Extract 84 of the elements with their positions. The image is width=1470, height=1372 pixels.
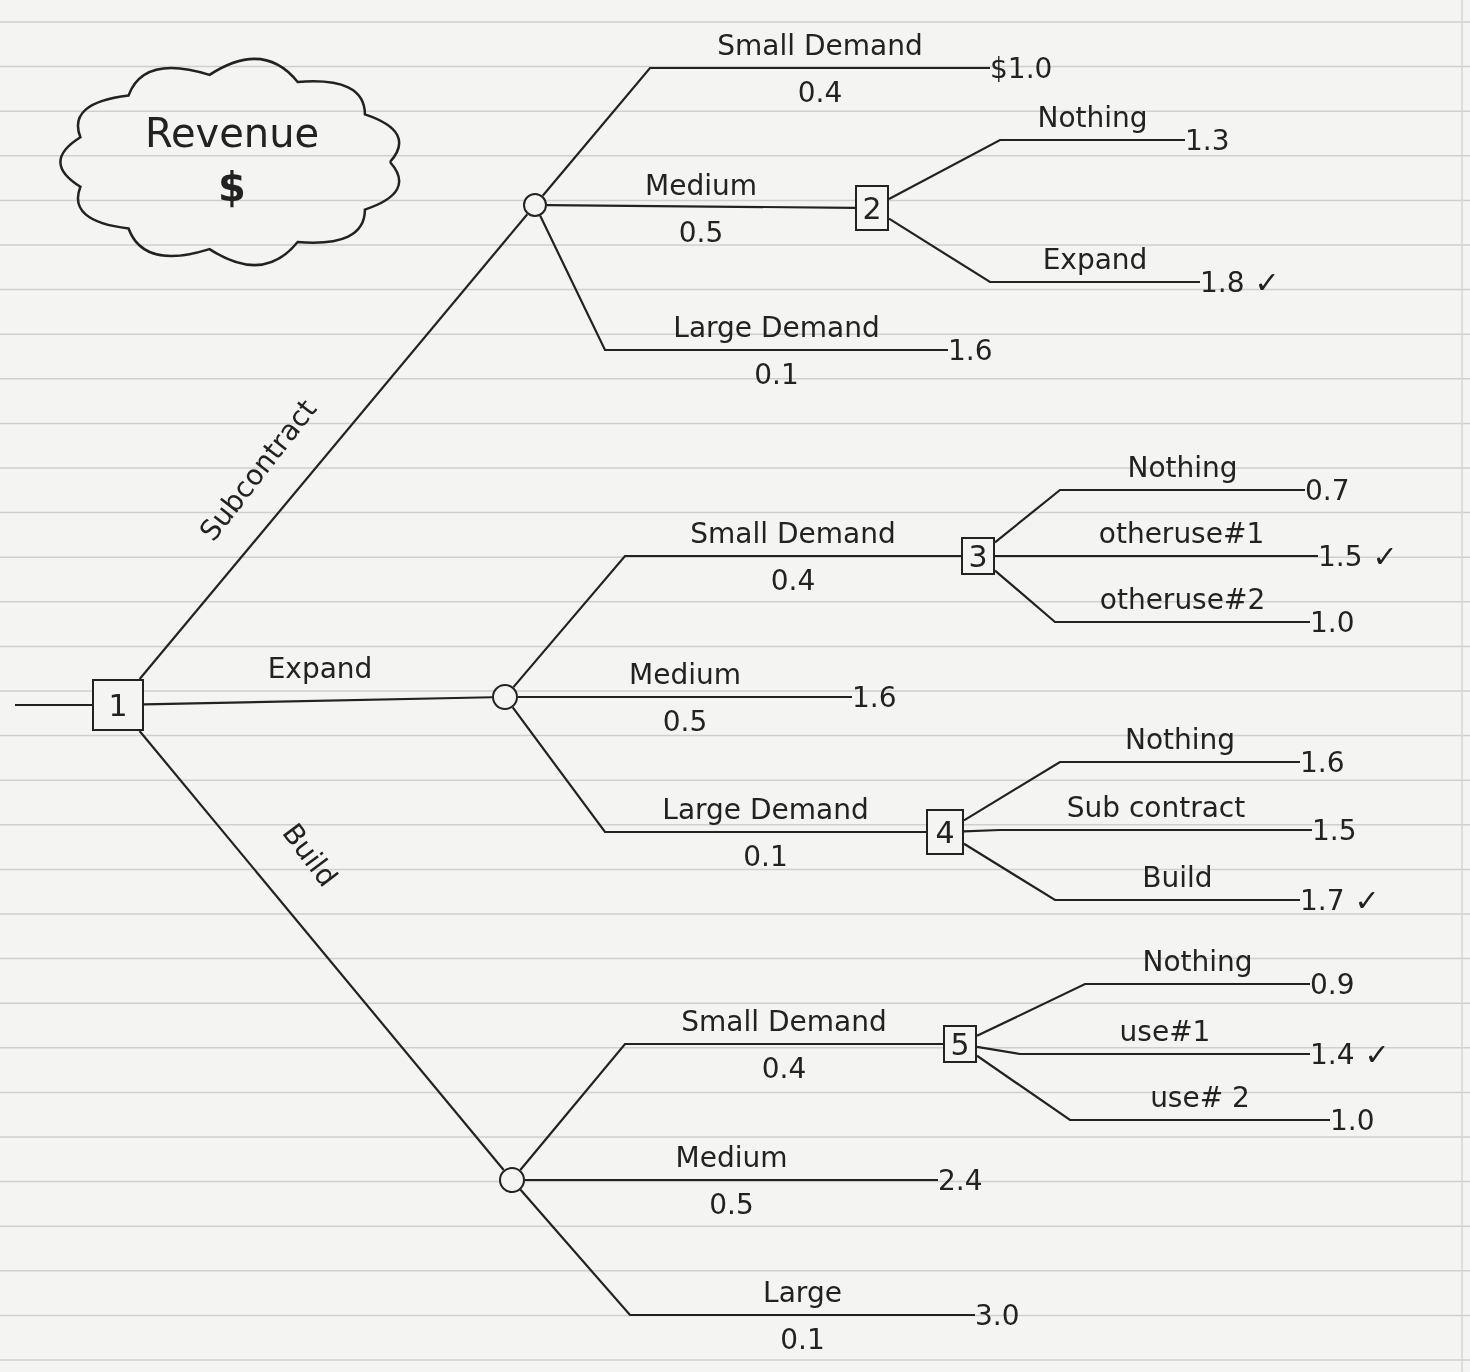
payoff-value: 3.0 [975,1298,1020,1332]
probability-label: 0.5 [662,705,708,738]
check-mark: ✓ [1354,882,1380,918]
branch-label: Sub contract [1066,791,1246,824]
probability-label: 0.1 [743,840,788,873]
payoff-value: 2.4 [938,1163,983,1197]
branch-line [541,66,990,197]
branch-line [976,1045,1310,1056]
branch-line [512,554,961,688]
decision-box: 2 [855,185,889,231]
payoff-value: 1.8 [1200,265,1245,299]
payoff-value: 1.3 [1185,123,1230,157]
chance-node [523,193,547,217]
branch-line [518,695,852,699]
branch-label: Medium [645,168,757,202]
branch-label: Medium [629,658,741,691]
check-mark: ✓ [1372,538,1398,574]
branch-label: Nothing [1142,945,1253,978]
payoff-value: 1.5 [1312,813,1357,847]
branch-line [888,217,1200,284]
branch-label: Build [1142,861,1213,894]
branch-line [994,569,1310,624]
cloud-title: Revenue [143,110,321,156]
branch-label: use# 2 [1150,1081,1250,1114]
branch-label: Nothing [1127,451,1238,484]
branch-line [519,1042,943,1171]
branch-line [143,696,493,706]
decision-box: 1 [92,679,144,731]
branch-line [138,730,505,1171]
decision-box: 3 [961,537,995,575]
branch-line [519,1189,975,1317]
branch-line [138,213,529,680]
branch-line [888,138,1185,200]
chance-node [492,684,518,710]
branch-line [511,706,926,834]
probability-label: 0.1 [754,358,799,391]
branch-label: Large [763,1276,842,1309]
payoff-value: $1.0 [990,51,1053,85]
branch-line [994,488,1305,544]
currency-symbol: $ [217,164,247,210]
decision-box: 4 [926,809,964,855]
payoff-value: 1.0 [1310,605,1355,639]
probability-label: 0.4 [797,76,843,109]
payoff-value: 0.9 [1310,967,1355,1001]
payoff-value: 1.6 [1300,745,1345,779]
check-mark: ✓ [1254,264,1280,300]
branch-label: use#1 [1119,1015,1211,1048]
branch-line [995,554,1318,558]
branch-line [963,828,1312,833]
branch-line [963,842,1300,902]
payoff-value: 0.7 [1305,473,1350,507]
branch-label: Small Demand [690,517,896,550]
payoff-value: 1.6 [948,333,993,367]
branch-label: Nothing [1037,101,1148,134]
chance-node [499,1167,525,1193]
branch-label: otheruse#1 [1098,517,1265,550]
branch-label: Large Demand [673,311,880,344]
probability-label: 0.1 [780,1323,825,1356]
branch-label: Medium [675,1141,788,1174]
payoff-value: 1.0 [1330,1103,1375,1137]
branch-label: otheruse#2 [1099,583,1266,616]
branch-label: Large Demand [662,793,869,826]
branch-label: Small Demand [681,1005,887,1038]
branch-line [976,982,1310,1037]
branch-label: Small Demand [717,29,923,62]
payoff-value: 1.6 [852,680,897,714]
payoff-value: 1.4 [1310,1037,1355,1071]
branch-label: Expand [267,651,373,685]
probability-label: 0.4 [770,564,816,597]
branch-line [963,760,1300,822]
payoff-value: 1.5 [1318,539,1363,573]
branch-line [976,1054,1330,1122]
probability-label: 0.4 [761,1052,807,1085]
branch-line [539,215,948,352]
branch-line [525,1178,938,1182]
branch-line [15,703,92,707]
probability-label: 0.5 [678,215,724,249]
branch-line [547,204,855,209]
decision-box: 5 [943,1025,977,1063]
branch-label: Nothing [1124,723,1236,756]
probability-label: 0.5 [709,1188,754,1221]
check-mark: ✓ [1364,1036,1390,1072]
payoff-value: 1.7 [1300,883,1345,917]
branch-label: Expand [1042,243,1148,276]
